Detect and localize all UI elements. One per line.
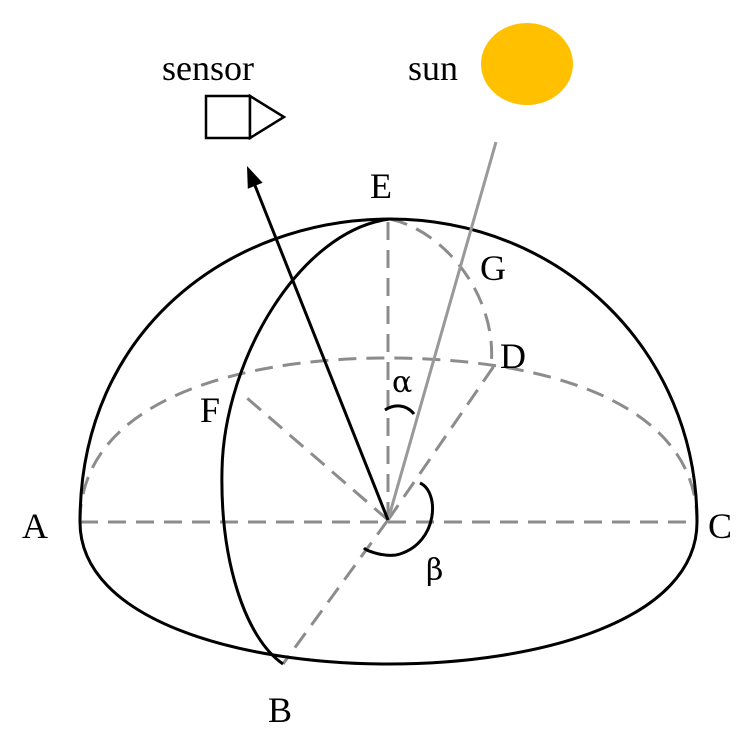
- sun-label: sun: [408, 48, 458, 88]
- sensor-icon: [204, 93, 287, 141]
- horizon-front-arc: [78, 521, 699, 666]
- angle-beta-arc: [362, 481, 434, 557]
- point-g-label: G: [480, 248, 506, 288]
- meridian-front-arc: [220, 217, 391, 666]
- horizon-back-arc: [78, 356, 699, 523]
- angle-beta-label: β: [426, 553, 443, 588]
- point-e-label: E: [370, 166, 392, 206]
- radius-o-d: [386, 365, 496, 521]
- sensor-arrow-head: [247, 166, 263, 189]
- sensor-view-arrow: [252, 182, 390, 521]
- angle-alpha-label: α: [392, 365, 412, 400]
- point-b-label: B: [268, 690, 292, 730]
- hemisphere-outline: [78, 217, 699, 666]
- sun-icon: [481, 23, 573, 105]
- point-d-label: D: [500, 336, 526, 376]
- dashed-construction-lines: [78, 217, 699, 665]
- point-a-label: A: [22, 506, 48, 546]
- radius-o-f: [239, 390, 389, 522]
- angle-alpha-arc: [384, 404, 416, 416]
- point-f-label: F: [200, 390, 220, 430]
- point-c-label: C: [708, 506, 732, 546]
- sensor-label: sensor: [162, 48, 254, 88]
- sun-ray: [386, 141, 498, 521]
- radius-o-b: [281, 519, 390, 665]
- meridian-e-g-d-arc: [389, 217, 494, 367]
